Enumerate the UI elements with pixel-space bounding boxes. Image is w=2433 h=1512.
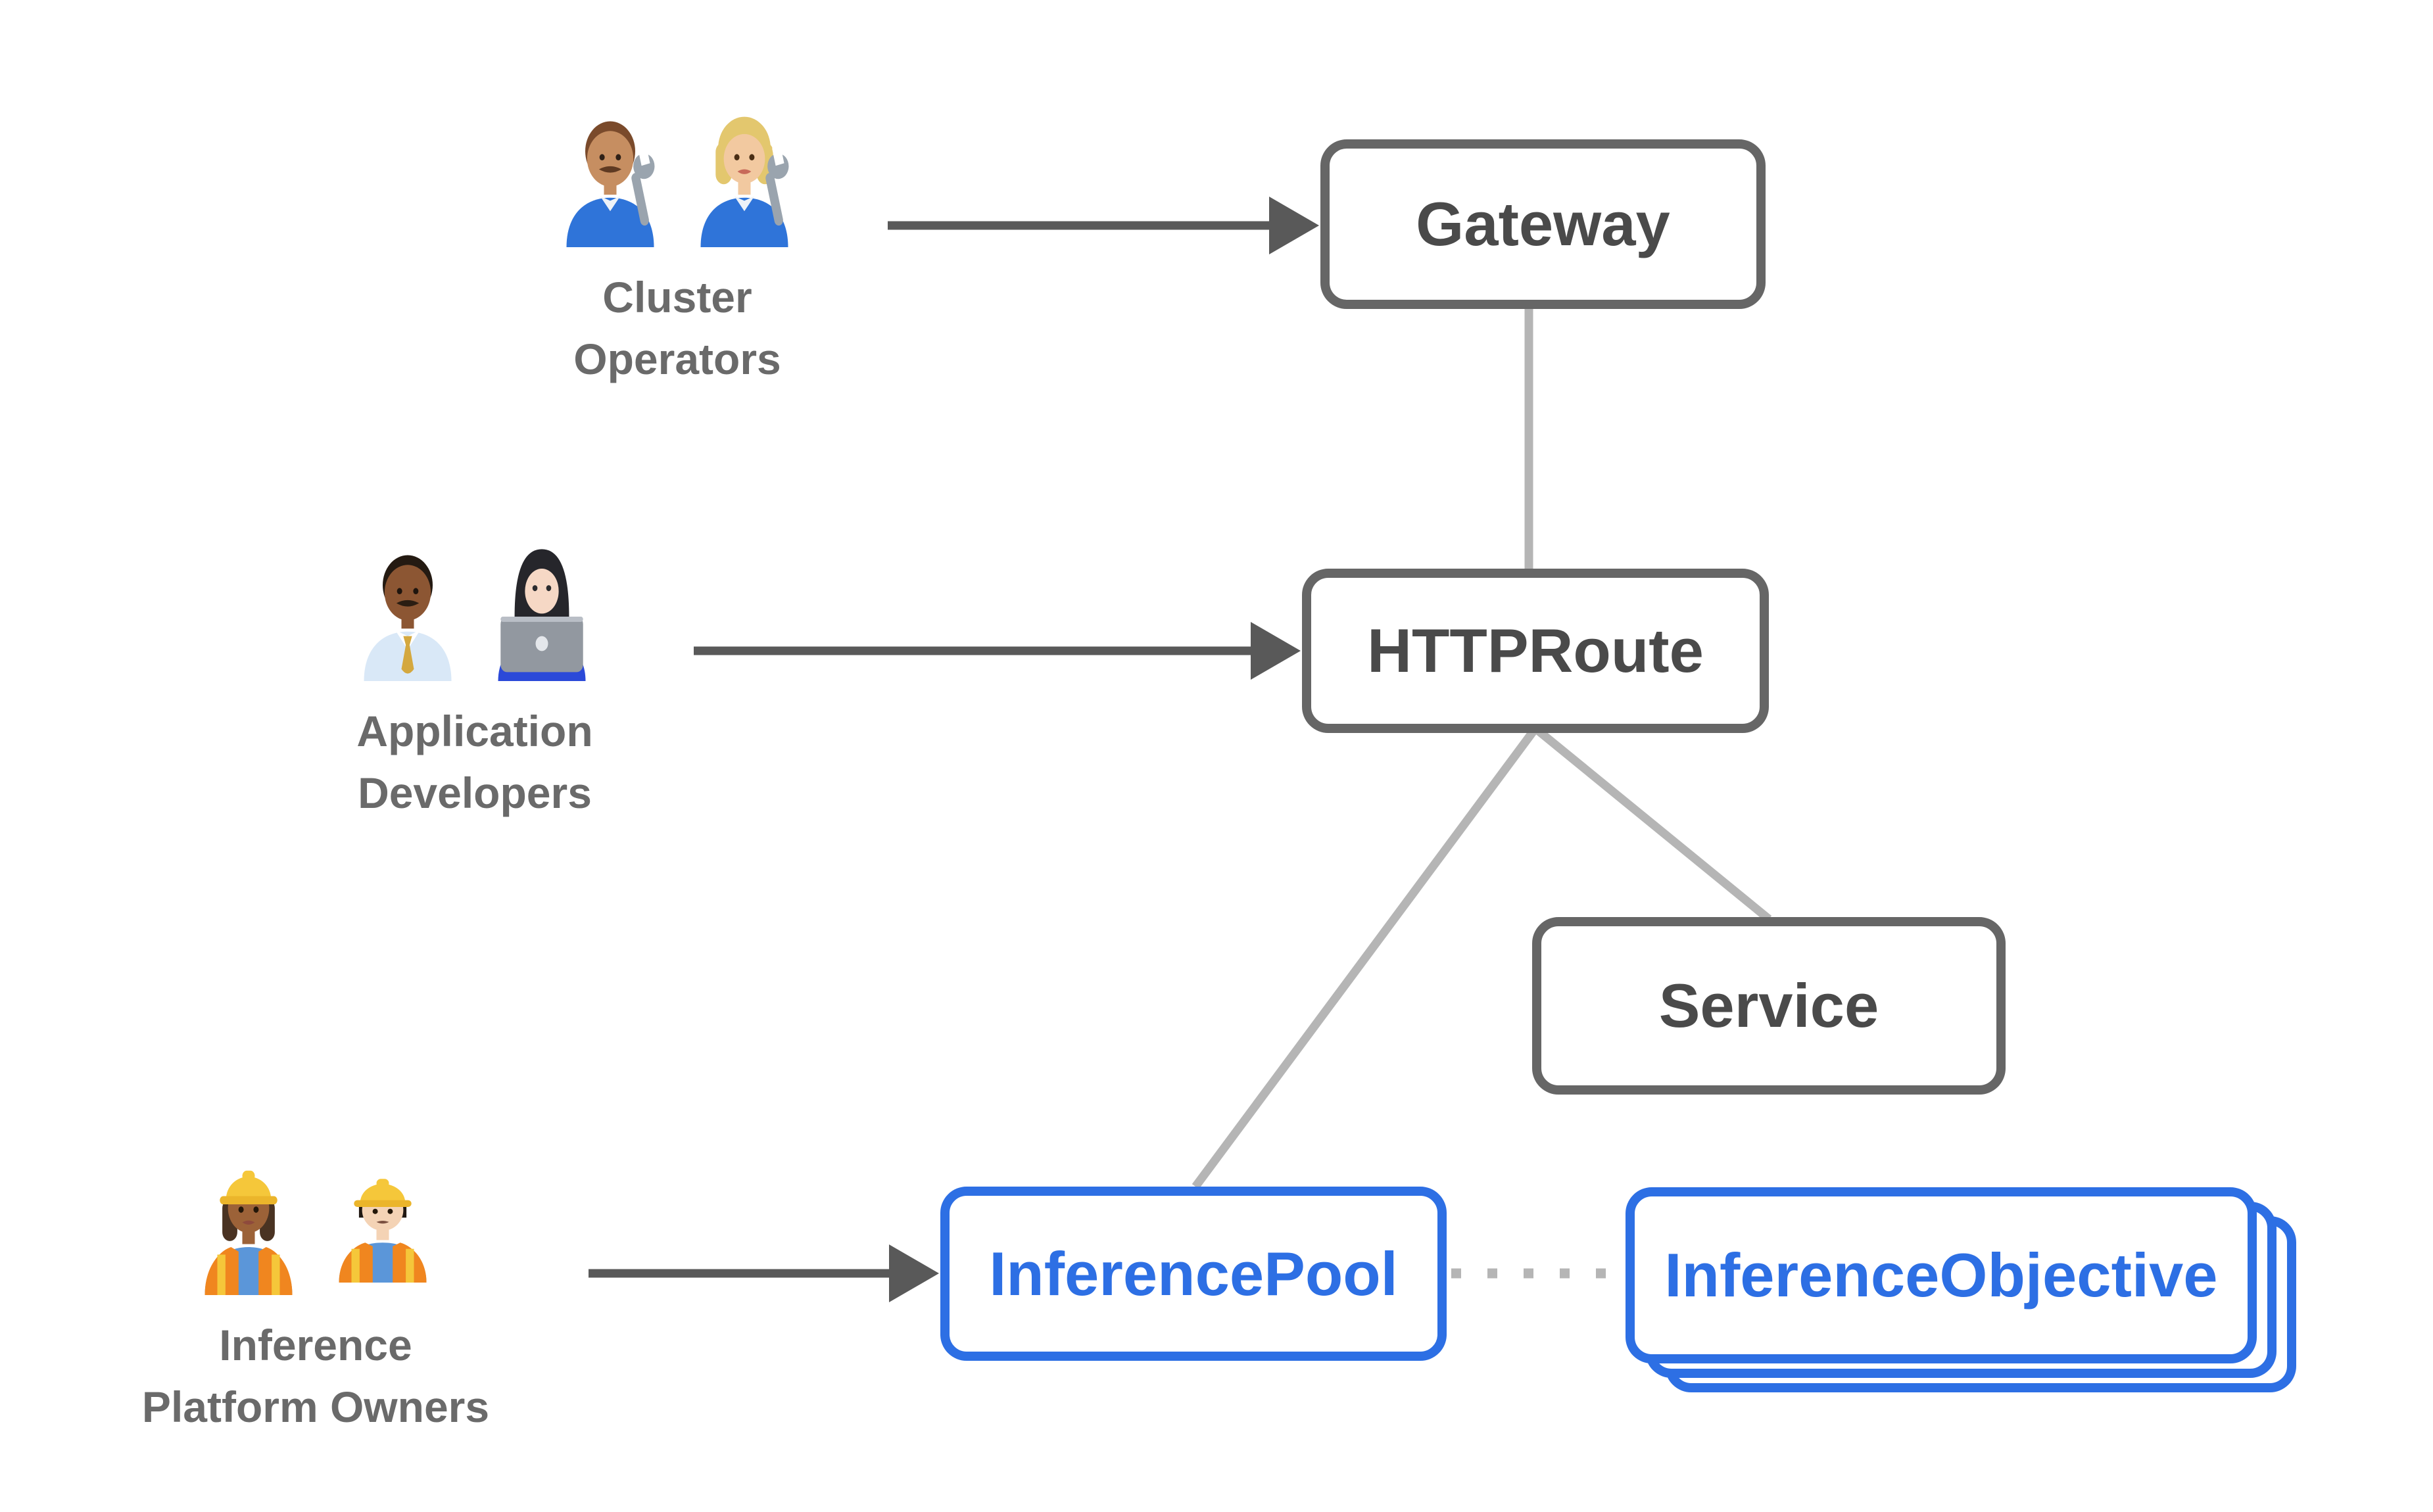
node-inferenceobjective-label: InferenceObjective <box>1664 1240 2218 1310</box>
node-gateway-label: Gateway <box>1416 189 1670 258</box>
node-inferenceobjective: InferenceObjective <box>1626 1187 2257 1363</box>
woman-construction-worker-icon <box>205 1170 293 1295</box>
woman-technologist-icon <box>498 549 586 681</box>
woman-mechanic-icon <box>700 116 789 247</box>
application-developers-label-line2: Developers <box>358 768 592 817</box>
application-developers-label: Application Developers <box>356 701 592 824</box>
application-developers-label-line1: Application <box>356 707 593 755</box>
arrowhead-gateway <box>1269 197 1319 254</box>
man-construction-worker-icon <box>339 1179 427 1283</box>
cluster-operators-label-line1: Cluster <box>602 273 752 321</box>
cluster-operators-label-line2: Operators <box>573 334 781 383</box>
node-service-label: Service <box>1658 971 1879 1040</box>
arrowhead-inferencepool <box>889 1244 939 1302</box>
application-developers-avatars <box>345 531 604 681</box>
node-inferenceobjective-stack: InferenceObjective <box>1626 1187 2298 1394</box>
node-inferencepool-label: InferencePool <box>989 1239 1398 1308</box>
edge-httproute-service <box>1532 724 1772 923</box>
node-gateway: Gateway <box>1320 139 1766 309</box>
inference-platform-owners-avatars <box>186 1145 445 1295</box>
inference-platform-owners-label: Inference Platform Owners <box>142 1315 489 1438</box>
node-service: Service <box>1532 917 2006 1095</box>
cluster-operators-avatars <box>548 97 807 247</box>
edge-httproute-inferencepool <box>1192 726 1539 1189</box>
cluster-operators-label: Cluster Operators <box>573 267 781 390</box>
inference-platform-owners-label-line2: Platform Owners <box>141 1382 490 1431</box>
man-office-worker-icon <box>364 555 452 681</box>
node-httproute-label: HTTPRoute <box>1367 616 1704 685</box>
inference-platform-owners-label-line1: Inference <box>219 1321 412 1369</box>
node-inferencepool: InferencePool <box>940 1187 1447 1361</box>
persona-application-developers: Application Developers <box>245 531 705 824</box>
man-mechanic-icon <box>566 121 655 247</box>
persona-cluster-operators: Cluster Operators <box>447 97 907 390</box>
persona-inference-platform-owners: Inference Platform Owners <box>85 1145 546 1438</box>
arrowhead-httproute <box>1251 622 1301 680</box>
node-httproute: HTTPRoute <box>1302 569 1769 733</box>
